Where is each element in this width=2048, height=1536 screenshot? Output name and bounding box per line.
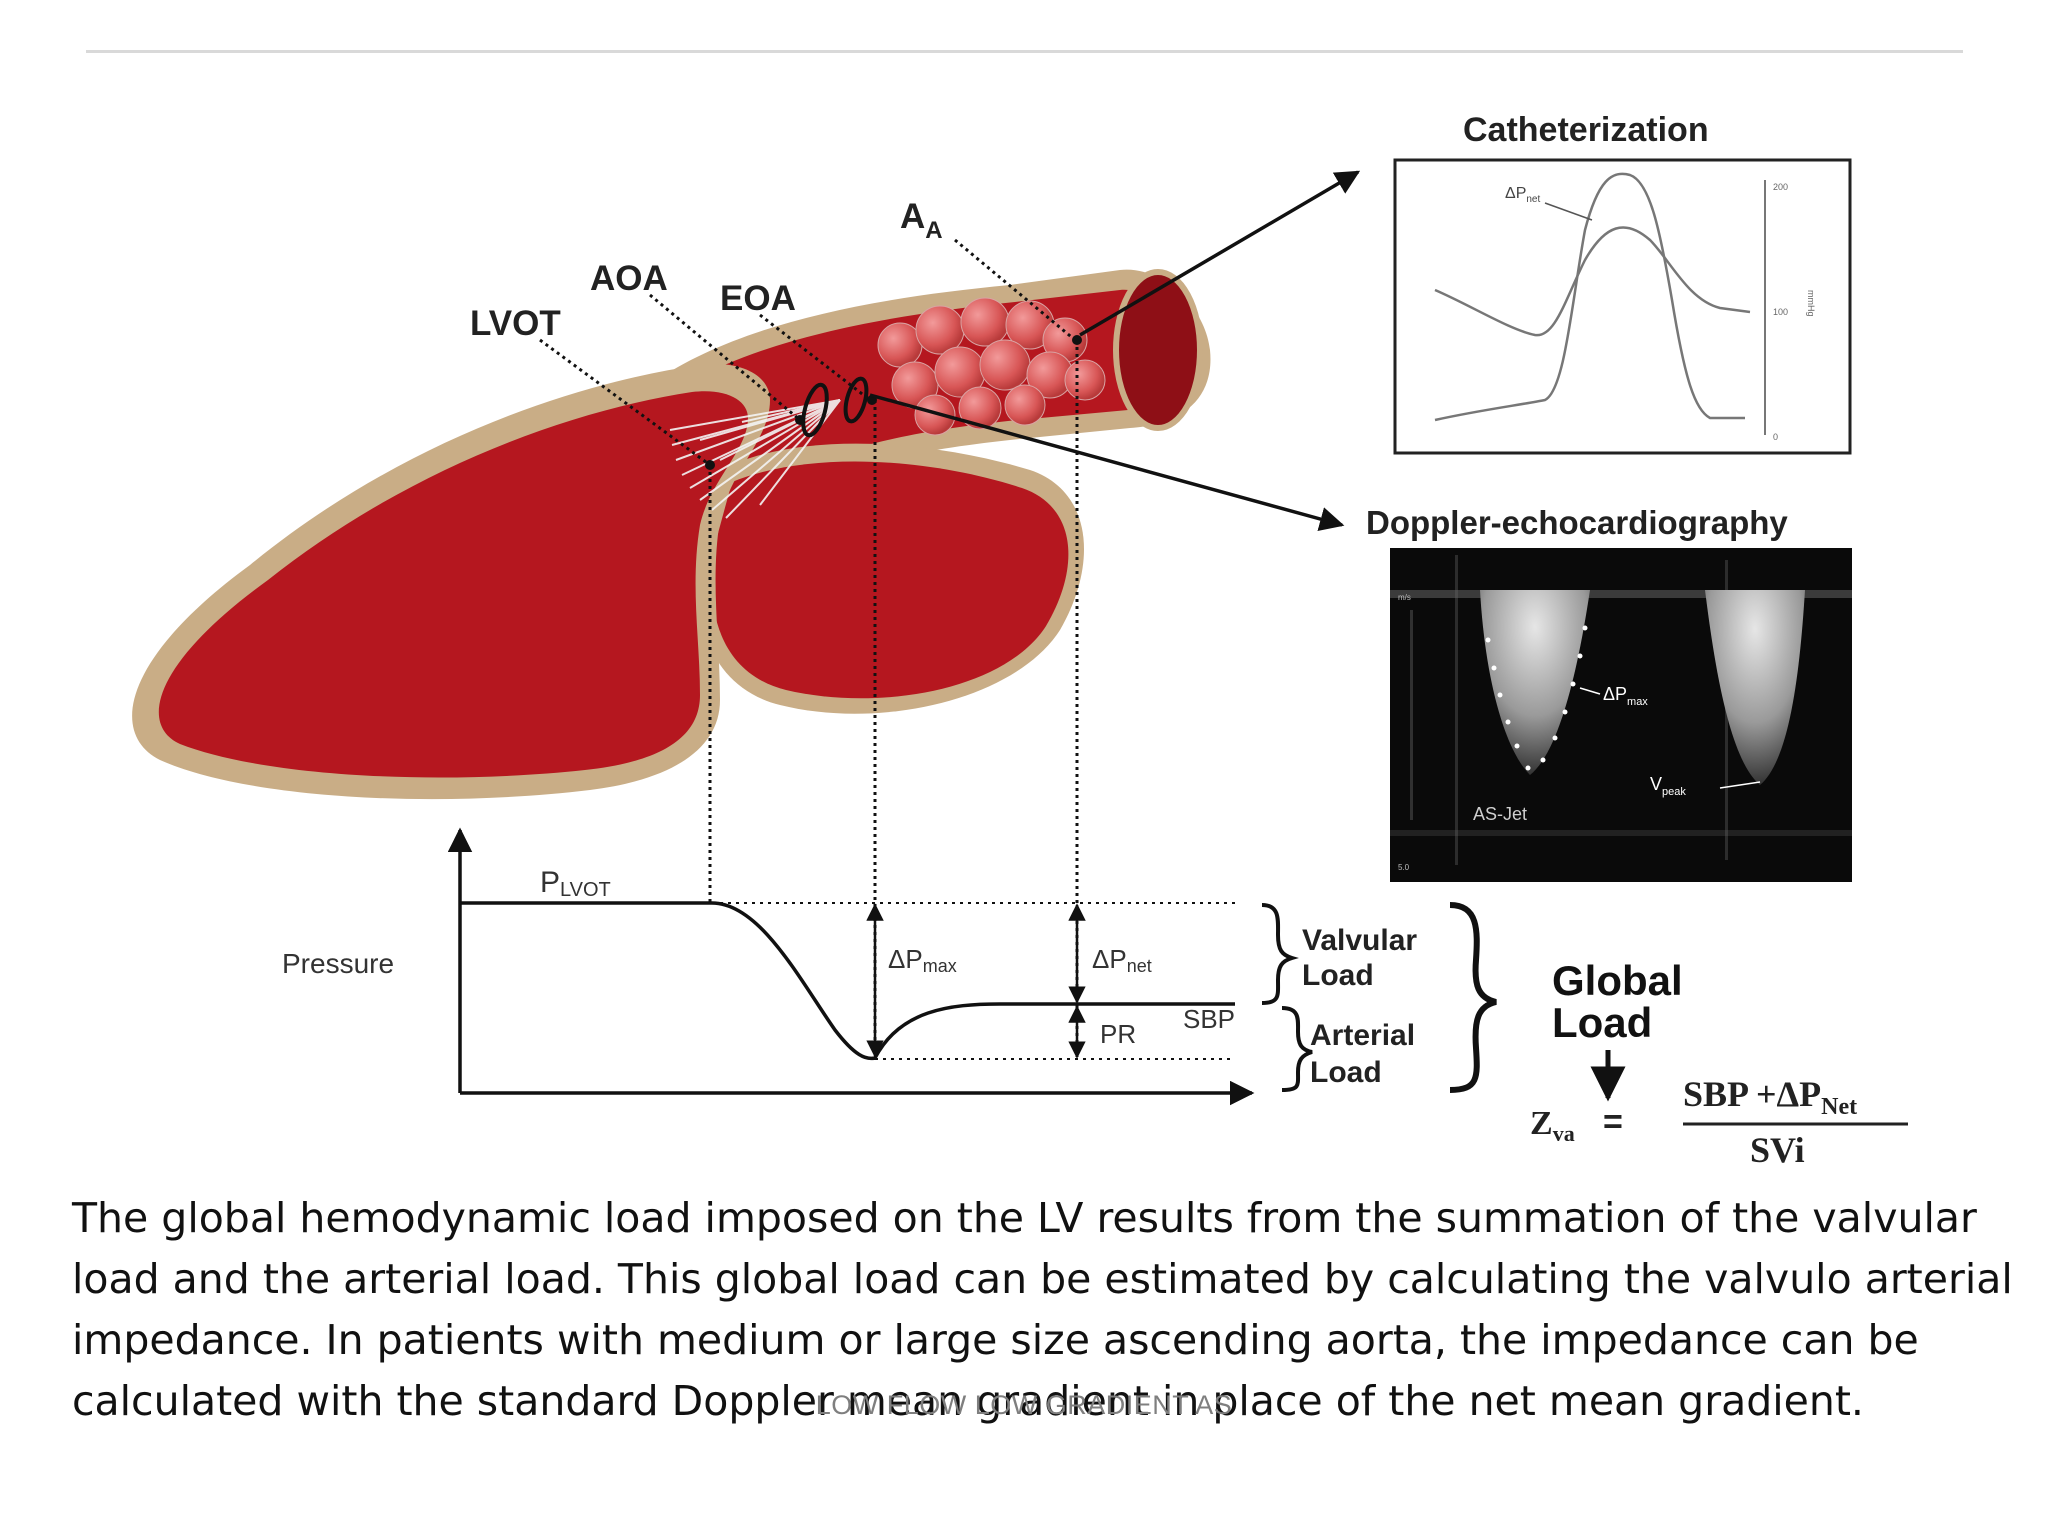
label-eoa: EOA: [720, 279, 796, 318]
pressure-graph: Pressure PLVOT ΔPmax ΔPnet PR SBP: [282, 827, 1255, 1106]
formula-numerator: SBP +ΔPNet: [1683, 1074, 1857, 1120]
cath-tick-0: 0: [1773, 432, 1778, 442]
doppler-dp-max: ΔPmax: [1603, 684, 1648, 708]
cath-tick-200: 200: [1773, 182, 1788, 192]
cath-tick-100: 100: [1773, 307, 1788, 317]
arrow-to-doppler: [869, 393, 1345, 531]
doppler-jet-2: [1705, 590, 1805, 785]
zva-label: Zva: [1530, 1105, 1575, 1146]
pressure-curve: [460, 901, 1235, 1061]
doppler-jet-1: [1480, 590, 1590, 775]
doppler-scale-top: m/s: [1398, 593, 1411, 602]
catheterization-title: Catheterization: [1463, 111, 1709, 149]
plvot-label: PLVOT: [540, 866, 611, 901]
cath-unit: mmHg: [1806, 290, 1816, 317]
doppler-scale-bottom: 5.0: [1398, 863, 1410, 872]
hemodynamic-load-diagram: LVOT AOA EOA AA Catheterization 200 100 …: [132, 111, 1908, 1170]
label-lvot: LVOT: [470, 304, 561, 343]
ventricle-chamber: [158, 391, 749, 778]
slide-footer: LOW FLOW LOW GRADIENT AS: [815, 1390, 1233, 1420]
heart-illustration: [132, 269, 1211, 800]
label-aa: AA: [900, 197, 943, 244]
dp-max-label: ΔPmax: [888, 944, 957, 976]
pr-label: PR: [1100, 1019, 1136, 1049]
doppler-title: Doppler-echocardiography: [1366, 504, 1788, 541]
atrium-chamber: [711, 461, 1069, 699]
doppler-trace-dots: [1485, 625, 1588, 771]
equals-sign: =: [1603, 1103, 1623, 1141]
leader-dots: [705, 335, 1082, 470]
catheterization-traces: [1434, 172, 1751, 422]
load-braces: [1261, 902, 1497, 1093]
formula-denominator: SVi: [1750, 1130, 1805, 1170]
top-divider: [86, 50, 1963, 53]
label-aoa: AOA: [590, 259, 668, 298]
dp-net-label: ΔPnet: [1092, 944, 1152, 976]
arterial-load-label: Arterial Load: [1310, 1019, 1423, 1089]
sbp-label: SBP: [1183, 1004, 1235, 1034]
arrow-to-catheterization: [1079, 170, 1361, 337]
global-load-label: Global Load: [1552, 957, 1694, 1046]
body-text: The global hemodynamic load imposed on t…: [72, 1194, 2013, 1425]
aorta-opening: [1113, 269, 1203, 431]
valvular-load-label: Valvular Load: [1302, 924, 1425, 992]
aoa-ring: [801, 382, 829, 438]
doppler-vpeak: Vpeak: [1650, 774, 1686, 798]
leader-lines: [539, 238, 1079, 1060]
pressure-axis-label: Pressure: [282, 948, 394, 979]
doppler-as-jet: AS-Jet: [1473, 804, 1527, 824]
cath-dp-net: ΔPnet: [1505, 185, 1540, 205]
eoa-ring: [843, 376, 869, 424]
